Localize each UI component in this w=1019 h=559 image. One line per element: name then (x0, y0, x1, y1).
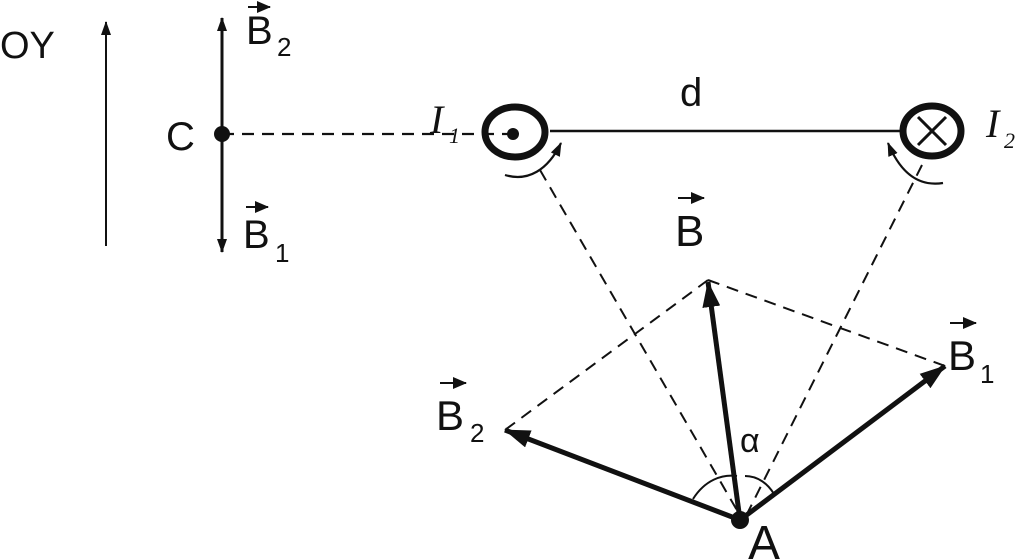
svg-text:B: B (948, 332, 976, 379)
svg-text:2: 2 (277, 32, 291, 62)
oy-axis-label: OY (0, 25, 55, 67)
b2-at-a-vector (504, 427, 741, 523)
dashed-line-i1-to-a (539, 169, 739, 513)
parallelogram-side-b-to-b1 (707, 279, 946, 367)
svg-text:B: B (436, 392, 464, 439)
b2-at-a-label: B 2 (436, 377, 484, 448)
b2-at-c-label: B 2 (246, 1, 291, 62)
svg-text:I: I (985, 101, 1001, 146)
point-c (214, 126, 230, 142)
current-i2-symbol (899, 102, 965, 160)
b1-at-a-vector (738, 364, 947, 522)
svg-text:B: B (675, 207, 704, 256)
resultant-b-label: B (675, 192, 705, 256)
current-i1-symbol (481, 103, 549, 161)
svg-text:1: 1 (980, 359, 994, 389)
svg-text:2: 2 (1004, 128, 1015, 153)
angle-alpha-label: α (740, 422, 760, 460)
svg-text:B: B (243, 213, 270, 257)
dashed-line-i2-to-a (747, 164, 923, 513)
angle-arc-right (744, 475, 775, 495)
distance-label: d (680, 71, 702, 115)
svg-text:1: 1 (275, 238, 289, 268)
point-a-label: A (748, 517, 780, 559)
point-a (731, 511, 749, 529)
field-direction-arc-i1 (504, 142, 562, 178)
svg-text:1: 1 (449, 123, 460, 148)
point-c-label: C (166, 115, 195, 159)
current-i1-label: I 1 (429, 97, 460, 148)
svg-text:I: I (429, 97, 445, 142)
svg-text:2: 2 (470, 418, 484, 448)
resultant-b-vector (702, 281, 743, 521)
field-direction-arc-i2 (886, 142, 944, 185)
b1-at-a-label: B 1 (948, 317, 994, 389)
svg-text:B: B (246, 9, 273, 53)
parallelogram-side-b-to-b2 (504, 279, 709, 431)
angle-arc-left (692, 474, 738, 500)
b1-at-c-label: B 1 (243, 201, 289, 268)
current-i2-label: I 2 (985, 101, 1015, 153)
